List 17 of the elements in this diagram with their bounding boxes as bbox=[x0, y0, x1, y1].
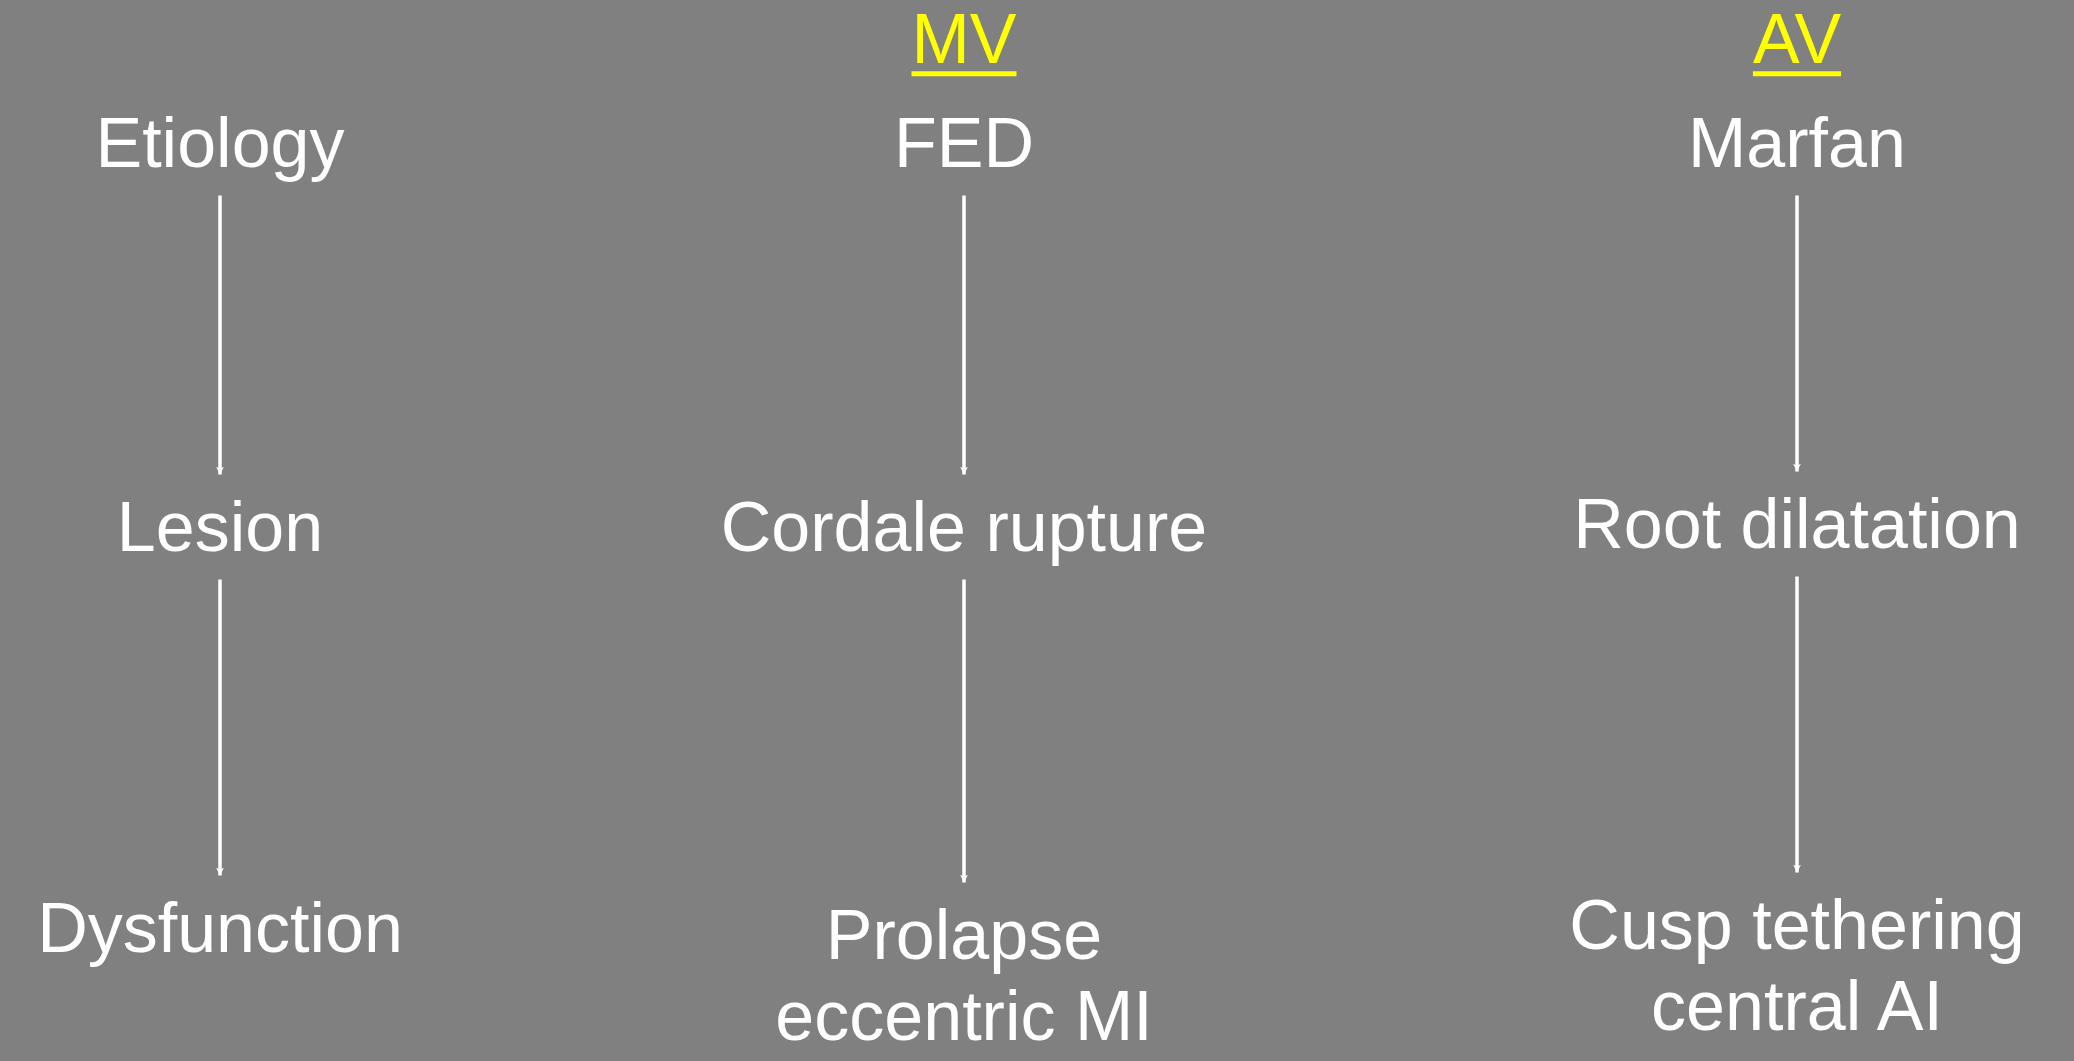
step-text: Etiology bbox=[95, 102, 345, 184]
step-text: Lesion bbox=[116, 486, 324, 568]
step-text: FED bbox=[894, 102, 1034, 184]
step-text: Cordale rupture bbox=[720, 486, 1208, 568]
step-text: Prolapse eccentric MI bbox=[749, 894, 1179, 1056]
column-heading: MV bbox=[911, 3, 1017, 77]
arrow bbox=[1793, 576, 1801, 873]
step-text: Dysfunction bbox=[37, 887, 403, 969]
arrow bbox=[216, 195, 224, 475]
arrow bbox=[1793, 195, 1801, 472]
step-text: Cusp tethering central AI bbox=[1527, 884, 2067, 1046]
arrow bbox=[216, 579, 224, 876]
step-text: Marfan bbox=[1688, 102, 1906, 184]
arrow bbox=[960, 579, 968, 883]
step-text: Root dilatation bbox=[1573, 483, 2021, 565]
column-heading: AV bbox=[1752, 3, 1842, 77]
arrow bbox=[960, 195, 968, 475]
